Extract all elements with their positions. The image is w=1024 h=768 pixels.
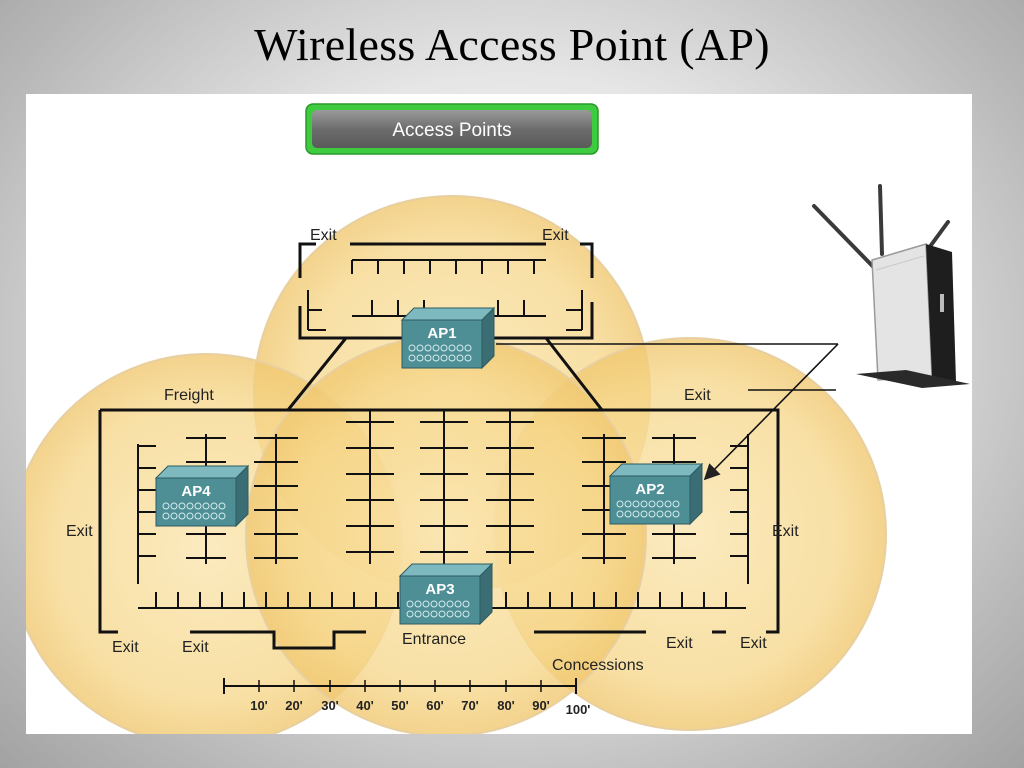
scale-tick-40: 40' [356,698,374,713]
ap3-device: AP3 [398,562,494,626]
banner-label: Access Points [392,120,511,141]
wireless-router-icon [812,184,970,388]
exit-label-left: Exit [66,523,93,540]
scale-tick-70: 70' [461,698,479,713]
ap4-device: AP4 [154,464,250,528]
scale-tick-90: 90' [532,698,550,713]
floor-plan-diagram: Access Points AP1 AP4 AP2 [26,103,970,734]
ap3-label: AP3 [425,581,454,598]
entrance-label: Entrance [402,631,466,648]
scale-tick-80: 80' [497,698,515,713]
exit-label-top-left: Exit [310,227,337,244]
scale-tick-10: 10' [250,698,268,713]
concessions-label: Concessions [552,657,644,674]
ap2-device: AP2 [608,462,704,526]
ap1-device: AP1 [400,306,496,370]
exit-label-bottom-left-2: Exit [182,639,209,656]
exit-label-bottom-left-1: Exit [112,639,139,656]
access-points-banner: Access Points [305,103,599,155]
floor-plan-walls [98,242,780,650]
coverage-areas [26,195,887,734]
exit-label-right: Exit [772,523,799,540]
ap4-label: AP4 [181,483,211,500]
scale-tick-60: 60' [426,698,444,713]
scale-tick-50: 50' [391,698,409,713]
slide-title: Wireless Access Point (AP) [254,19,770,70]
freight-label: Freight [164,387,214,404]
diagram-panel: Access Points AP1 AP4 AP2 [26,94,972,734]
floor-plan-labels: Exit Exit Freight Exit Exit Exit Exit Ex… [66,227,799,674]
exit-label-bottom-right-1: Exit [666,635,693,652]
scale-tick-100: 100' [566,702,591,717]
router-callout-lines [496,343,839,481]
ap1-label: AP1 [427,325,456,342]
exit-label-top-right: Exit [542,227,569,244]
ap2-label: AP2 [635,481,664,498]
distance-scale: 10' 20' 30' 40' 50' 60' 70' 80' 90' 100' [223,678,591,717]
exit-label-upper-right: Exit [684,387,711,404]
scale-tick-30: 30' [321,698,339,713]
scale-tick-20: 20' [285,698,303,713]
exit-label-bottom-right-2: Exit [740,635,767,652]
